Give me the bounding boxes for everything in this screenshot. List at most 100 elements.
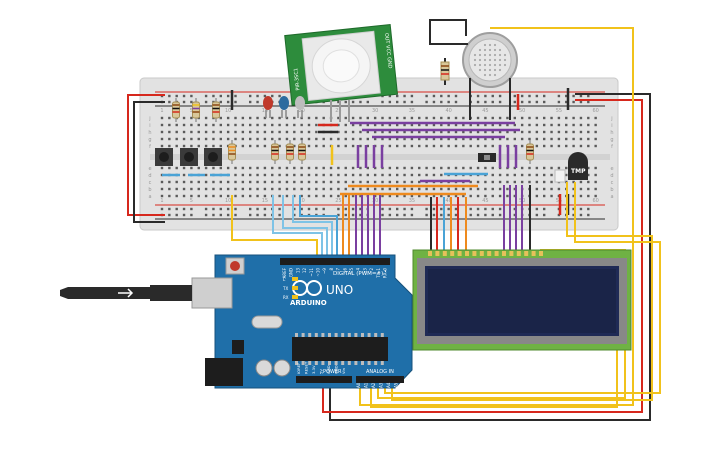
pin-label: A3 bbox=[379, 382, 384, 388]
column-number: 30 bbox=[372, 108, 378, 114]
column-number: 5 bbox=[190, 198, 193, 204]
tmp-label: TMP bbox=[571, 168, 586, 175]
row-letter: a bbox=[148, 194, 151, 200]
column-number: 10 bbox=[225, 198, 231, 204]
pin-label: 2 bbox=[369, 268, 374, 271]
pin-label: Vin bbox=[341, 367, 346, 374]
push-buttons bbox=[155, 148, 222, 166]
resistor[interactable] bbox=[172, 98, 180, 122]
row-letter: c bbox=[611, 180, 614, 186]
row-letter: g bbox=[148, 137, 151, 143]
push-button-1[interactable] bbox=[155, 148, 173, 166]
board-led bbox=[292, 286, 298, 290]
push-button-2[interactable] bbox=[180, 148, 198, 166]
power-wires-left bbox=[127, 94, 165, 223]
led-white[interactable] bbox=[295, 96, 305, 118]
pin-label: A2 bbox=[371, 382, 376, 388]
pin-label: 12 bbox=[302, 268, 307, 274]
row-letter: b bbox=[148, 187, 151, 193]
column-number: 1 bbox=[160, 198, 163, 204]
push-button-3[interactable] bbox=[204, 148, 222, 166]
resistor[interactable] bbox=[212, 98, 220, 122]
pin-label: A5 bbox=[394, 382, 399, 388]
pir-sensor[interactable]: PIR-3SC1 OUT VCC GND bbox=[284, 23, 399, 122]
resistor[interactable] bbox=[286, 140, 294, 164]
arduino-uno[interactable]: ARDUINO UNO DIGITAL (PWM=~) POWER ANALOG… bbox=[60, 254, 413, 389]
pin-label: ~9 bbox=[322, 268, 327, 274]
row-letter: b bbox=[610, 187, 613, 193]
digital-label: DIGITAL (PWM=~) bbox=[333, 271, 383, 277]
board-led bbox=[292, 277, 298, 281]
column-number: 10 bbox=[225, 108, 231, 114]
resistor[interactable] bbox=[526, 140, 534, 164]
pin-label: ~3 bbox=[362, 268, 367, 274]
resistor[interactable] bbox=[192, 98, 200, 122]
row-letter: g bbox=[610, 137, 613, 143]
row-letter: f bbox=[149, 144, 151, 150]
column-number: 25 bbox=[335, 108, 341, 114]
resistors-top bbox=[172, 98, 534, 164]
row-letter: j bbox=[610, 116, 612, 122]
slide-switch[interactable] bbox=[478, 153, 496, 162]
pin-label: ~10 bbox=[316, 268, 321, 277]
analog-label: ANALOG IN bbox=[366, 369, 394, 375]
column-number: 35 bbox=[409, 198, 415, 204]
resistor[interactable] bbox=[228, 140, 236, 164]
row-letter: h bbox=[148, 130, 151, 136]
resistor[interactable] bbox=[271, 140, 279, 164]
column-number: 60 bbox=[592, 108, 598, 114]
pin-label: GND bbox=[289, 268, 294, 277]
temperature-sensor[interactable]: TMP bbox=[554, 152, 588, 183]
leds bbox=[263, 96, 305, 118]
column-number: 1 bbox=[160, 108, 163, 114]
pin-label: IOREF bbox=[296, 363, 301, 374]
column-number: 20 bbox=[298, 198, 304, 204]
lcd-display[interactable] bbox=[412, 249, 632, 351]
column-number: 35 bbox=[409, 108, 415, 114]
pin-label: GND bbox=[326, 365, 331, 374]
column-number: 45 bbox=[482, 198, 488, 204]
pin-label: AREF bbox=[282, 267, 287, 278]
resistor[interactable] bbox=[298, 140, 306, 164]
column-number: 50 bbox=[519, 108, 525, 114]
row-letter: j bbox=[148, 116, 150, 122]
column-number: 5 bbox=[190, 108, 193, 114]
pin-label: 8 bbox=[329, 268, 334, 271]
power-wires-right bbox=[322, 27, 651, 421]
pin-label: ~6 bbox=[342, 268, 347, 274]
pin-label: RX◂0 bbox=[383, 268, 388, 279]
pin-label: ~11 bbox=[309, 268, 314, 277]
gas-sensor[interactable] bbox=[429, 19, 518, 120]
board-led-label: L bbox=[283, 277, 286, 282]
column-number: 55 bbox=[556, 108, 562, 114]
led-blue[interactable] bbox=[279, 96, 289, 118]
column-number: 15 bbox=[262, 198, 268, 204]
led-red[interactable] bbox=[263, 96, 273, 118]
pin-label: 13 bbox=[295, 268, 300, 274]
column-number: 30 bbox=[372, 198, 378, 204]
pin-label: TX▸1 bbox=[376, 268, 381, 279]
column-number: 15 bbox=[262, 108, 268, 114]
pin-label: RESET bbox=[304, 361, 309, 374]
row-letter: a bbox=[610, 194, 613, 200]
pin-label: 5V bbox=[319, 369, 324, 374]
board-led-label: RX bbox=[283, 295, 289, 300]
pir-label: PIR-3SC1 bbox=[293, 68, 301, 91]
pin-label: GND bbox=[334, 365, 339, 374]
column-number: 45 bbox=[482, 108, 488, 114]
power-label: POWER bbox=[323, 369, 342, 375]
board-led-label: TX bbox=[282, 286, 288, 291]
column-number: 25 bbox=[335, 198, 341, 204]
arduino-brand: ARDUINO bbox=[290, 299, 327, 307]
row-letter: i bbox=[611, 123, 612, 129]
pin-label: ~5 bbox=[349, 268, 354, 274]
row-letter: e bbox=[610, 166, 613, 172]
pir-pin-label: OUT VCC GND bbox=[383, 33, 393, 69]
row-letter: d bbox=[148, 173, 151, 179]
row-letter: d bbox=[610, 173, 613, 179]
pin-label: 7 bbox=[336, 268, 341, 271]
pin-label: A4 bbox=[386, 382, 391, 388]
column-number: 60 bbox=[592, 198, 598, 204]
